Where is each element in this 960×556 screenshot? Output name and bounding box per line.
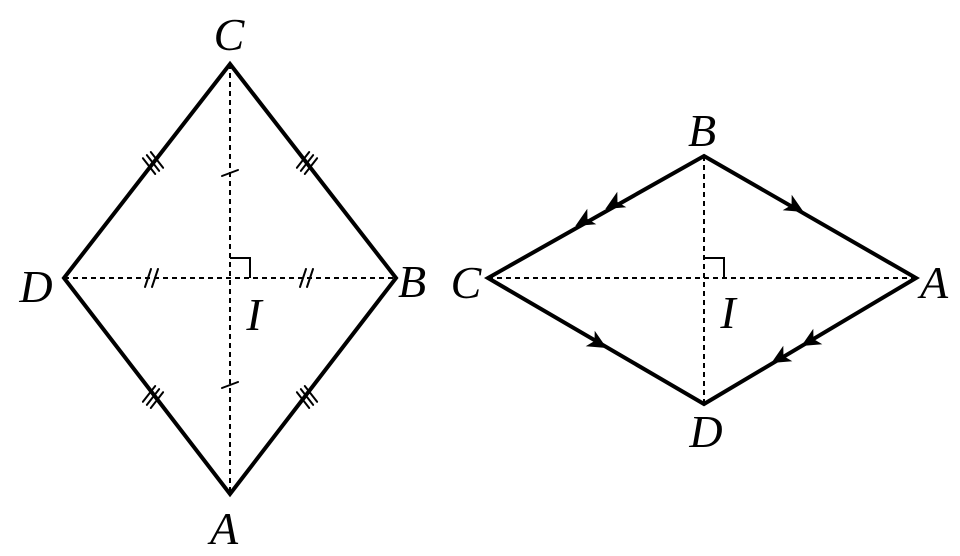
left-rhombus: C B D A I <box>18 9 426 554</box>
left-rhombus-outline <box>61 60 399 498</box>
label-left-c: C <box>214 9 246 60</box>
label-right-a: A <box>917 257 949 308</box>
left-diagonal-single-ticks <box>221 169 239 389</box>
right-rhombus-outline <box>483 153 920 407</box>
right-rhombus: B A C D I <box>451 105 949 457</box>
label-right-b: B <box>688 105 716 156</box>
label-right-d: D <box>688 406 722 457</box>
right-right-angle-mark <box>704 257 725 278</box>
left-diagonal-double-ticks <box>144 268 314 288</box>
label-left-a: A <box>207 503 239 554</box>
label-left-b: B <box>398 256 426 307</box>
label-left-d: D <box>18 261 52 312</box>
label-right-c: C <box>451 257 483 308</box>
right-side-arrows <box>575 191 823 363</box>
label-right-i: I <box>719 287 738 338</box>
label-left-i: I <box>245 289 264 340</box>
left-right-angle-mark <box>230 257 251 278</box>
left-side-ticks <box>141 151 319 409</box>
